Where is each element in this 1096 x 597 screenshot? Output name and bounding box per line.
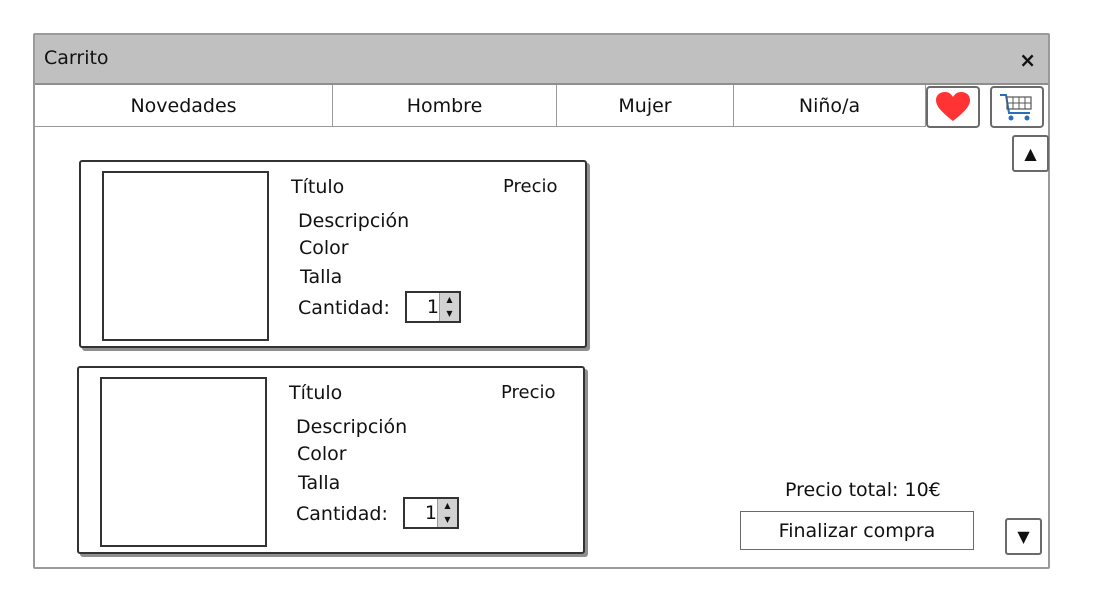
cart-item-card: Título Precio Descripción Color Talla Ca…	[77, 366, 585, 554]
item-color: Color	[299, 237, 349, 259]
tab-hombre[interactable]: Hombre	[333, 85, 557, 126]
item-size: Talla	[298, 472, 341, 494]
checkout-button[interactable]: Finalizar compra	[740, 511, 974, 550]
heart-icon	[936, 92, 970, 121]
cart-item-card: Título Precio Descripción Color Talla Ca…	[79, 160, 587, 348]
item-color: Color	[297, 443, 347, 465]
decrement-icon[interactable]: ▼	[446, 309, 453, 318]
stepper-arrows: ▲ ▼	[439, 293, 459, 321]
quantity-label: Cantidad:	[298, 297, 390, 319]
decrement-icon[interactable]: ▼	[444, 515, 451, 524]
increment-icon[interactable]: ▲	[446, 295, 453, 304]
scroll-up-button[interactable]: ▲	[1012, 135, 1049, 172]
item-price: Precio	[503, 176, 558, 197]
item-description: Descripción	[298, 210, 410, 232]
shopping-cart-icon	[1000, 94, 1032, 121]
quantity-stepper[interactable]: 1 ▲ ▼	[405, 291, 461, 323]
item-size: Talla	[300, 266, 343, 288]
tab-mujer[interactable]: Mujer	[557, 85, 734, 126]
cart-button[interactable]	[990, 86, 1044, 128]
product-image-placeholder	[102, 171, 269, 341]
product-image-placeholder	[100, 377, 267, 547]
total-price: Precio total: 10€	[785, 479, 941, 501]
title-bar: Carrito ×	[35, 35, 1048, 85]
item-description: Descripción	[296, 416, 408, 438]
item-title: Título	[291, 176, 345, 198]
tab-nino[interactable]: Niño/a	[734, 85, 926, 126]
quantity-label: Cantidad:	[296, 503, 388, 525]
item-title: Título	[289, 382, 343, 404]
cart-window: Carrito × Novedades Hombre Mujer Niño/a …	[33, 33, 1050, 569]
item-price: Precio	[501, 382, 556, 403]
quantity-value[interactable]: 1	[424, 502, 437, 524]
stepper-arrows: ▲ ▼	[437, 499, 457, 527]
quantity-value[interactable]: 1	[426, 296, 439, 318]
category-nav: Novedades Hombre Mujer Niño/a	[35, 85, 926, 127]
increment-icon[interactable]: ▲	[444, 501, 451, 510]
tab-novedades[interactable]: Novedades	[35, 85, 333, 126]
window-title: Carrito	[44, 47, 109, 69]
favorites-button[interactable]	[926, 86, 980, 128]
scroll-down-button[interactable]: ▼	[1005, 518, 1042, 555]
close-icon[interactable]: ×	[1019, 48, 1036, 72]
quantity-stepper[interactable]: 1 ▲ ▼	[403, 497, 459, 529]
